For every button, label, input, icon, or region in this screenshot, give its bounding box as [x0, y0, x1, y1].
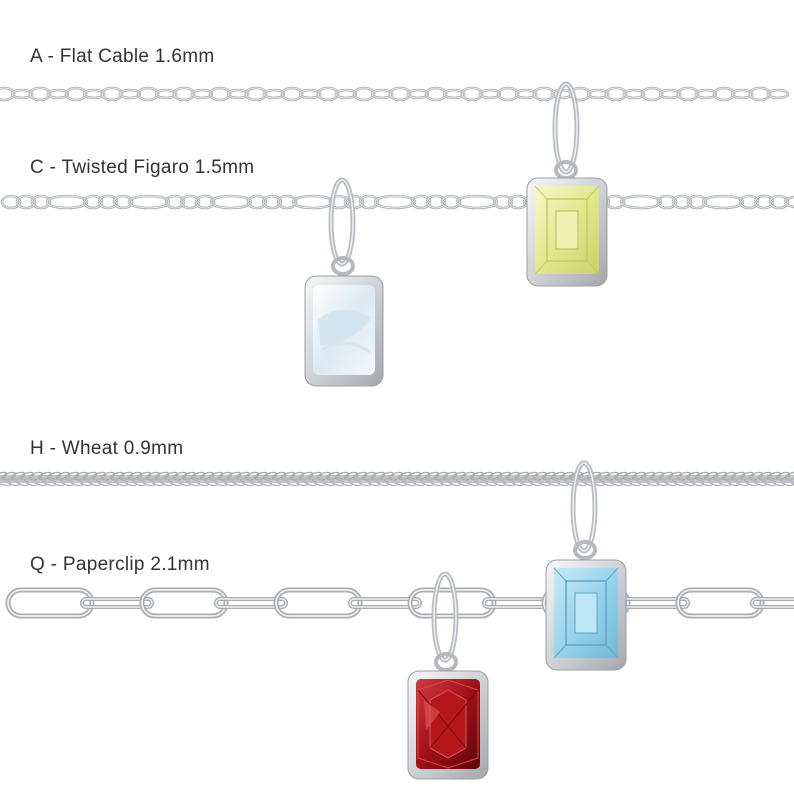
- chain-link: [154, 88, 178, 100]
- chain-link: [455, 194, 499, 210]
- chain-link: [694, 88, 718, 100]
- wheat-chain: [0, 471, 794, 487]
- chain-link: [80, 597, 154, 609]
- chain-link: [226, 88, 250, 100]
- chain-link: [676, 86, 700, 102]
- chain-link: [190, 88, 214, 100]
- chain-link: [358, 194, 380, 210]
- chain-link: [172, 86, 196, 102]
- chain-link: [496, 86, 520, 102]
- chain-link: [514, 88, 538, 100]
- chain-link: [442, 88, 466, 100]
- chain-link: [179, 194, 201, 210]
- chain-link: [686, 194, 708, 210]
- chain-link: [82, 88, 106, 100]
- chain-label-flat-cable: A - Flat Cable 1.6mm: [30, 46, 215, 67]
- chain-link: [208, 86, 232, 102]
- chain-link: [244, 86, 268, 102]
- chain-link: [671, 194, 693, 210]
- chain-link: [640, 86, 664, 102]
- chain-link: [246, 194, 268, 210]
- chain-link: [766, 88, 790, 100]
- chain-link: [276, 194, 298, 210]
- pendant-yellow-gem: [526, 81, 608, 287]
- chain-link: [194, 194, 216, 210]
- chain-link: [586, 88, 610, 100]
- chain-link: [753, 194, 775, 210]
- chain-link: [658, 88, 682, 100]
- chain-link: [316, 86, 340, 102]
- chain-link: [348, 597, 422, 609]
- chain-link: [164, 194, 186, 210]
- chain-link: [10, 88, 34, 100]
- chain-link: [768, 194, 790, 210]
- chain-link: [388, 86, 412, 102]
- chain-link: [0, 194, 22, 210]
- chain-link: [64, 86, 88, 102]
- chain-label-paperclip: Q - Paperclip 2.1mm: [30, 554, 210, 575]
- chain-link: [127, 194, 171, 210]
- chain-link: [352, 86, 376, 102]
- chain-link: [406, 88, 430, 100]
- chain-link: [492, 194, 514, 210]
- pendant-garnet-gem: [407, 571, 489, 780]
- chain-link: [604, 86, 628, 102]
- chain-link: [112, 194, 134, 210]
- chain-link: [273, 587, 363, 619]
- chain-link: [730, 88, 754, 100]
- chain-link: [656, 194, 678, 210]
- chain-link: [712, 86, 736, 102]
- chain-link: [568, 86, 592, 102]
- chain-link: [410, 194, 432, 210]
- chain-link: [425, 194, 447, 210]
- chain-link: [5, 587, 95, 619]
- wheat-link: [788, 477, 794, 487]
- chain-link: [97, 194, 119, 210]
- chain-link: [750, 597, 794, 609]
- chain-link: [373, 194, 417, 210]
- pendant-aquamarine-gem: [545, 460, 627, 671]
- chain-link: [619, 194, 663, 210]
- chain-link: [280, 86, 304, 102]
- paperclip-chain: [5, 587, 794, 619]
- flat-cable-chain: [0, 86, 790, 102]
- chain-link: [15, 194, 37, 210]
- chain-link: [139, 587, 229, 619]
- chain-link: [298, 88, 322, 100]
- chain-link: [28, 86, 52, 102]
- chain-link: [748, 86, 772, 102]
- chain-link: [136, 86, 160, 102]
- chain-link: [261, 194, 283, 210]
- chain-link: [0, 86, 16, 102]
- chain-link: [334, 88, 358, 100]
- chain-link: [738, 194, 760, 210]
- chain-link: [214, 597, 288, 609]
- chain-link: [118, 88, 142, 100]
- chain-link: [82, 194, 104, 210]
- chain-link: [262, 88, 286, 100]
- chain-link: [532, 86, 556, 102]
- chain-link: [100, 86, 124, 102]
- chain-link: [701, 194, 745, 210]
- chain-link: [291, 194, 335, 210]
- chain-link: [45, 194, 89, 210]
- chain-link: [478, 88, 502, 100]
- chain-label-twisted-figaro: C - Twisted Figaro 1.5mm: [30, 157, 255, 178]
- chain-link: [209, 194, 253, 210]
- chain-label-wheat: H - Wheat 0.9mm: [30, 438, 184, 459]
- chain-link: [424, 86, 448, 102]
- pendant-moonstone-gem: [304, 177, 384, 387]
- chain-link: [622, 88, 646, 100]
- chain-link: [46, 88, 70, 100]
- chain-link: [440, 194, 462, 210]
- twisted-figaro-chain: [0, 194, 794, 210]
- chain-link: [370, 88, 394, 100]
- chain-link: [30, 194, 52, 210]
- chain-link: [783, 195, 794, 209]
- chain-link: [675, 587, 765, 619]
- chain-link: [460, 86, 484, 102]
